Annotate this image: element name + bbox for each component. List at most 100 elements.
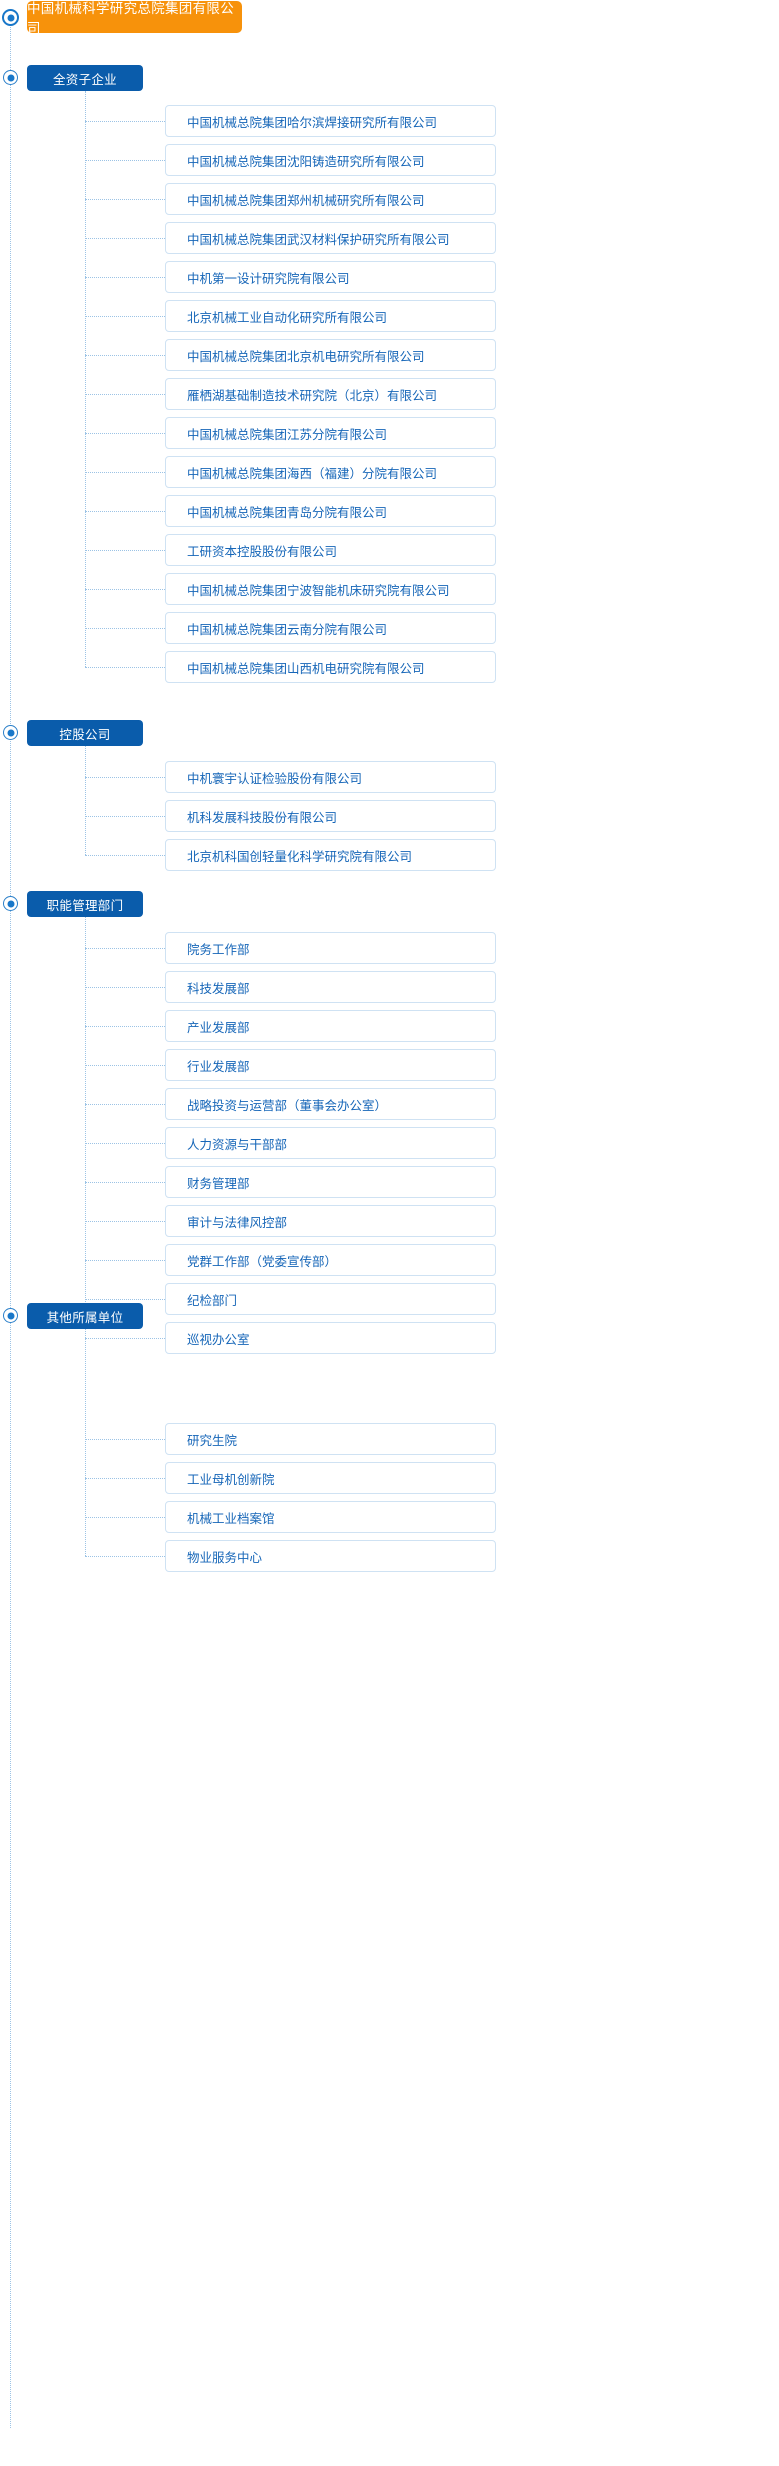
org-node-label: 北京机械工业自动化研究所有限公司 (187, 310, 388, 325)
connector-line (85, 1517, 165, 1518)
connector-line (85, 948, 165, 949)
org-node-label: 人力资源与干部部 (187, 1137, 288, 1152)
org-node-label: 工业母机创新院 (187, 1472, 275, 1487)
section-spine-section-3 (85, 917, 86, 1338)
org-node[interactable]: 中机寰宇认证检验股份有限公司 (165, 761, 496, 793)
org-node[interactable]: 北京机科国创轻量化科学研究院有限公司 (165, 839, 496, 871)
connector-line (85, 816, 165, 817)
org-node[interactable]: 中国机械总院集团海西（福建）分院有限公司 (165, 456, 496, 488)
trunk-marker-section-2 (3, 725, 18, 740)
connector-line (85, 1065, 165, 1066)
org-node-label: 工研资本控股股份有限公司 (187, 544, 338, 559)
org-node[interactable]: 中国机械总院集团山西机电研究院有限公司 (165, 651, 496, 683)
trunk-marker-root (2, 9, 19, 26)
org-node[interactable]: 物业服务中心 (165, 1540, 496, 1572)
org-node[interactable]: 财务管理部 (165, 1166, 496, 1198)
connector-line (85, 1478, 165, 1479)
connector-line (85, 1439, 165, 1440)
org-node[interactable]: 中机第一设计研究院有限公司 (165, 261, 496, 293)
connector-line (85, 121, 165, 122)
connector-line (85, 550, 165, 551)
org-node[interactable]: 机械工业档案馆 (165, 1501, 496, 1533)
org-node-label: 研究生院 (187, 1433, 238, 1448)
org-node-label: 院务工作部 (187, 942, 250, 957)
connector-line (85, 433, 165, 434)
org-node[interactable]: 中国机械总院集团青岛分院有限公司 (165, 495, 496, 527)
org-node[interactable]: 人力资源与干部部 (165, 1127, 496, 1159)
main-trunk-line (10, 18, 11, 2428)
org-node[interactable]: 院务工作部 (165, 932, 496, 964)
org-node[interactable]: 中国机械总院集团宁波智能机床研究院有限公司 (165, 573, 496, 605)
section-header-section-3[interactable]: 职能管理部门 (27, 891, 143, 917)
org-node-label: 物业服务中心 (187, 1550, 263, 1565)
section-header-label: 职能管理部门 (46, 898, 124, 913)
root-node[interactable]: 中国机械科学研究总院集团有限公司 (27, 1, 242, 36)
org-node[interactable]: 中国机械总院集团郑州机械研究所有限公司 (165, 183, 496, 215)
org-node[interactable]: 中国机械总院集团武汉材料保护研究所有限公司 (165, 222, 496, 254)
org-node-label: 中国机械总院集团哈尔滨焊接研究所有限公司 (187, 115, 438, 130)
section-spine-section-1 (85, 91, 86, 667)
org-node-label: 北京机科国创轻量化科学研究院有限公司 (187, 849, 413, 864)
connector-line (85, 1143, 165, 1144)
org-node[interactable]: 研究生院 (165, 1423, 496, 1455)
connector-line (85, 1182, 165, 1183)
connector-line (85, 1299, 165, 1300)
org-node-label: 中机寰宇认证检验股份有限公司 (187, 771, 363, 786)
org-node[interactable]: 审计与法律风控部 (165, 1205, 496, 1237)
org-node-label: 中国机械总院集团郑州机械研究所有限公司 (187, 193, 425, 208)
org-node-label: 科技发展部 (187, 981, 250, 996)
org-node-label: 产业发展部 (187, 1020, 250, 1035)
org-node[interactable]: 巡视办公室 (165, 1322, 496, 1354)
org-node[interactable]: 中国机械总院集团北京机电研究所有限公司 (165, 339, 496, 371)
org-node-label: 中机第一设计研究院有限公司 (187, 271, 350, 286)
org-node[interactable]: 产业发展部 (165, 1010, 496, 1042)
org-node[interactable]: 中国机械总院集团江苏分院有限公司 (165, 417, 496, 449)
org-node[interactable]: 雁栖湖基础制造技术研究院（北京）有限公司 (165, 378, 496, 410)
connector-line (85, 987, 165, 988)
connector-line (85, 394, 165, 395)
connector-line (85, 1556, 165, 1557)
connector-line (85, 277, 165, 278)
section-header-section-4[interactable]: 其他所属单位 (27, 1303, 143, 1329)
org-node[interactable]: 中国机械总院集团云南分院有限公司 (165, 612, 496, 644)
org-node[interactable]: 战略投资与运营部（董事会办公室） (165, 1088, 496, 1120)
trunk-marker-section-1 (3, 70, 18, 85)
trunk-marker-section-4 (3, 1308, 18, 1323)
org-node[interactable]: 北京机械工业自动化研究所有限公司 (165, 300, 496, 332)
section-header-label: 控股公司 (59, 727, 111, 742)
org-node-label: 中国机械总院集团武汉材料保护研究所有限公司 (187, 232, 450, 247)
org-node-label: 雁栖湖基础制造技术研究院（北京）有限公司 (187, 388, 438, 403)
org-node[interactable]: 党群工作部（党委宣传部） (165, 1244, 496, 1276)
org-node-label: 中国机械总院集团北京机电研究所有限公司 (187, 349, 425, 364)
org-node[interactable]: 行业发展部 (165, 1049, 496, 1081)
connector-line (85, 238, 165, 239)
connector-line (85, 355, 165, 356)
trunk-marker-section-3 (3, 896, 18, 911)
org-node-label: 中国机械总院集团海西（福建）分院有限公司 (187, 466, 438, 481)
org-node-label: 战略投资与运营部（董事会办公室） (187, 1098, 388, 1113)
org-node[interactable]: 科技发展部 (165, 971, 496, 1003)
connector-line (85, 511, 165, 512)
root-node-label: 中国机械科学研究总院集团有限公司 (27, 1, 234, 36)
org-node-label: 中国机械总院集团云南分院有限公司 (187, 622, 388, 637)
org-node-label: 中国机械总院集团沈阳铸造研究所有限公司 (187, 154, 425, 169)
org-node[interactable]: 机科发展科技股份有限公司 (165, 800, 496, 832)
org-node[interactable]: 中国机械总院集团哈尔滨焊接研究所有限公司 (165, 105, 496, 137)
org-node-label: 审计与法律风控部 (187, 1215, 288, 1230)
section-header-section-2[interactable]: 控股公司 (27, 720, 143, 746)
connector-line (85, 1221, 165, 1222)
org-node-label: 中国机械总院集团江苏分院有限公司 (187, 427, 388, 442)
org-node-label: 中国机械总院集团青岛分院有限公司 (187, 505, 388, 520)
connector-line (85, 316, 165, 317)
org-node-label: 巡视办公室 (187, 1332, 250, 1347)
org-node-label: 中国机械总院集团山西机电研究院有限公司 (187, 661, 425, 676)
org-node[interactable]: 纪检部门 (165, 1283, 496, 1315)
connector-line (85, 160, 165, 161)
org-node[interactable]: 工业母机创新院 (165, 1462, 496, 1494)
org-node[interactable]: 中国机械总院集团沈阳铸造研究所有限公司 (165, 144, 496, 176)
section-header-section-1[interactable]: 全资子企业 (27, 65, 143, 91)
org-node[interactable]: 工研资本控股股份有限公司 (165, 534, 496, 566)
connector-line (85, 472, 165, 473)
section-header-label: 全资子企业 (52, 72, 117, 87)
org-node-label: 行业发展部 (187, 1059, 250, 1074)
